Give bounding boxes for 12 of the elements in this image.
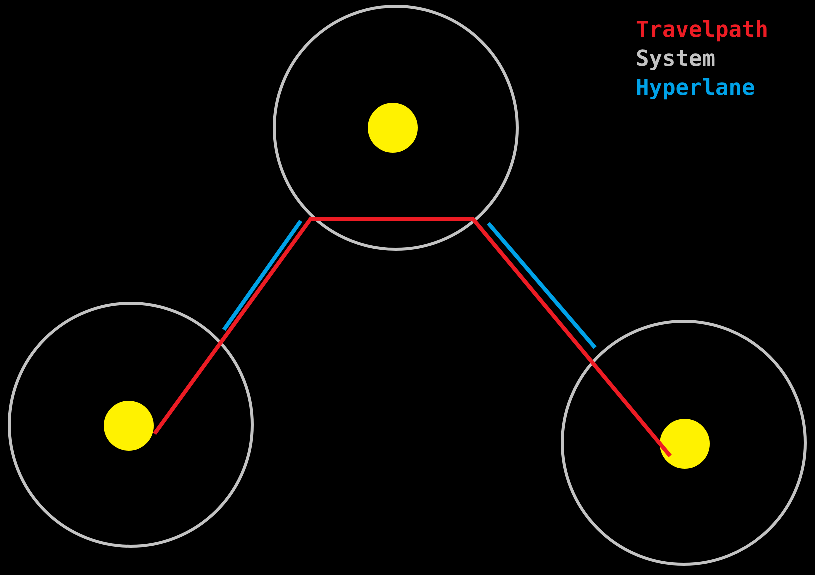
system-ring (561, 320, 807, 566)
legend-text: System (636, 46, 716, 74)
system-ring (8, 302, 254, 548)
legend-text: Hyperlane (636, 75, 756, 103)
star-dot (660, 419, 710, 469)
route-line (153, 217, 672, 458)
legend-text: Travelpath (636, 17, 768, 45)
system-ring (273, 5, 519, 251)
route-line (487, 222, 597, 350)
star-dot (104, 401, 154, 451)
star-dot (368, 103, 418, 153)
route-line (222, 220, 303, 332)
